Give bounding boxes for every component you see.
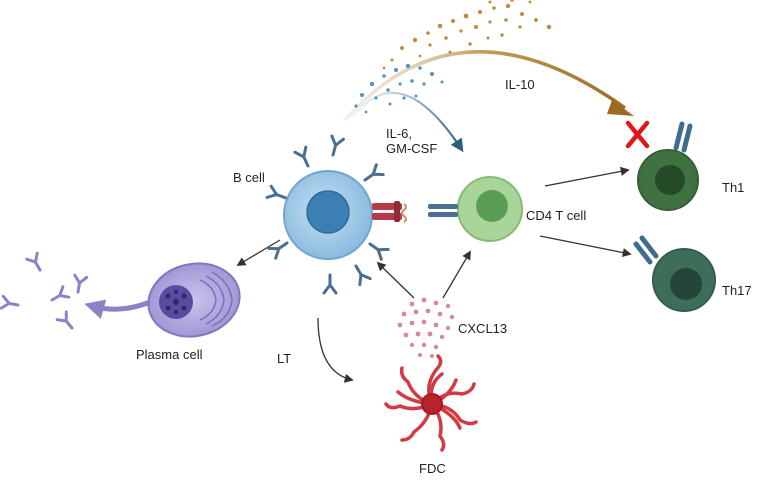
label-plasma-cell: Plasma cell <box>136 347 203 362</box>
il10-arrow <box>343 50 634 122</box>
red-x-icon <box>625 120 650 149</box>
arrows <box>236 166 632 383</box>
label-th1: Th1 <box>722 180 745 195</box>
plasma-cell <box>147 262 241 338</box>
label-th17: Th17 <box>722 283 752 298</box>
label-il10: IL-10 <box>505 77 535 92</box>
label-cxcl13: CXCL13 <box>458 321 508 336</box>
th1-cell <box>637 121 699 211</box>
il6-arrow <box>351 91 464 153</box>
b-cell-antibodies <box>265 134 390 295</box>
label-il6: IL-6, <box>386 126 413 141</box>
arrow-lt-to-fdc <box>317 317 354 383</box>
il10-dots <box>382 0 552 70</box>
cxcl13-dots <box>397 297 455 358</box>
label-gm-csf: GM-CSF <box>386 141 438 156</box>
label-b-cell: B cell <box>233 170 265 185</box>
arrow-cd4-to-th1 <box>544 166 630 187</box>
b-cell <box>265 134 407 295</box>
tcr-receptor <box>428 204 458 217</box>
cd4-t-cell <box>428 176 523 242</box>
label-fdc: FDC <box>419 461 446 476</box>
b-cell-mhc <box>372 201 407 223</box>
label-cd4-t-cell: CD4 T cell <box>526 208 587 223</box>
plasma-secretion-arrow <box>84 299 151 319</box>
arrow-cxcl13-to-cd4 <box>442 250 471 299</box>
th17-cell <box>633 235 716 312</box>
fdc-cell <box>384 354 478 452</box>
arrow-cd4-to-th17 <box>539 235 632 258</box>
free-antibodies <box>0 251 89 330</box>
label-lt: LT <box>277 351 292 366</box>
arrow-cxcl13-to-bcell <box>376 261 415 299</box>
il6-dots <box>354 63 444 114</box>
arrow-bcell-to-plasma <box>236 239 281 266</box>
